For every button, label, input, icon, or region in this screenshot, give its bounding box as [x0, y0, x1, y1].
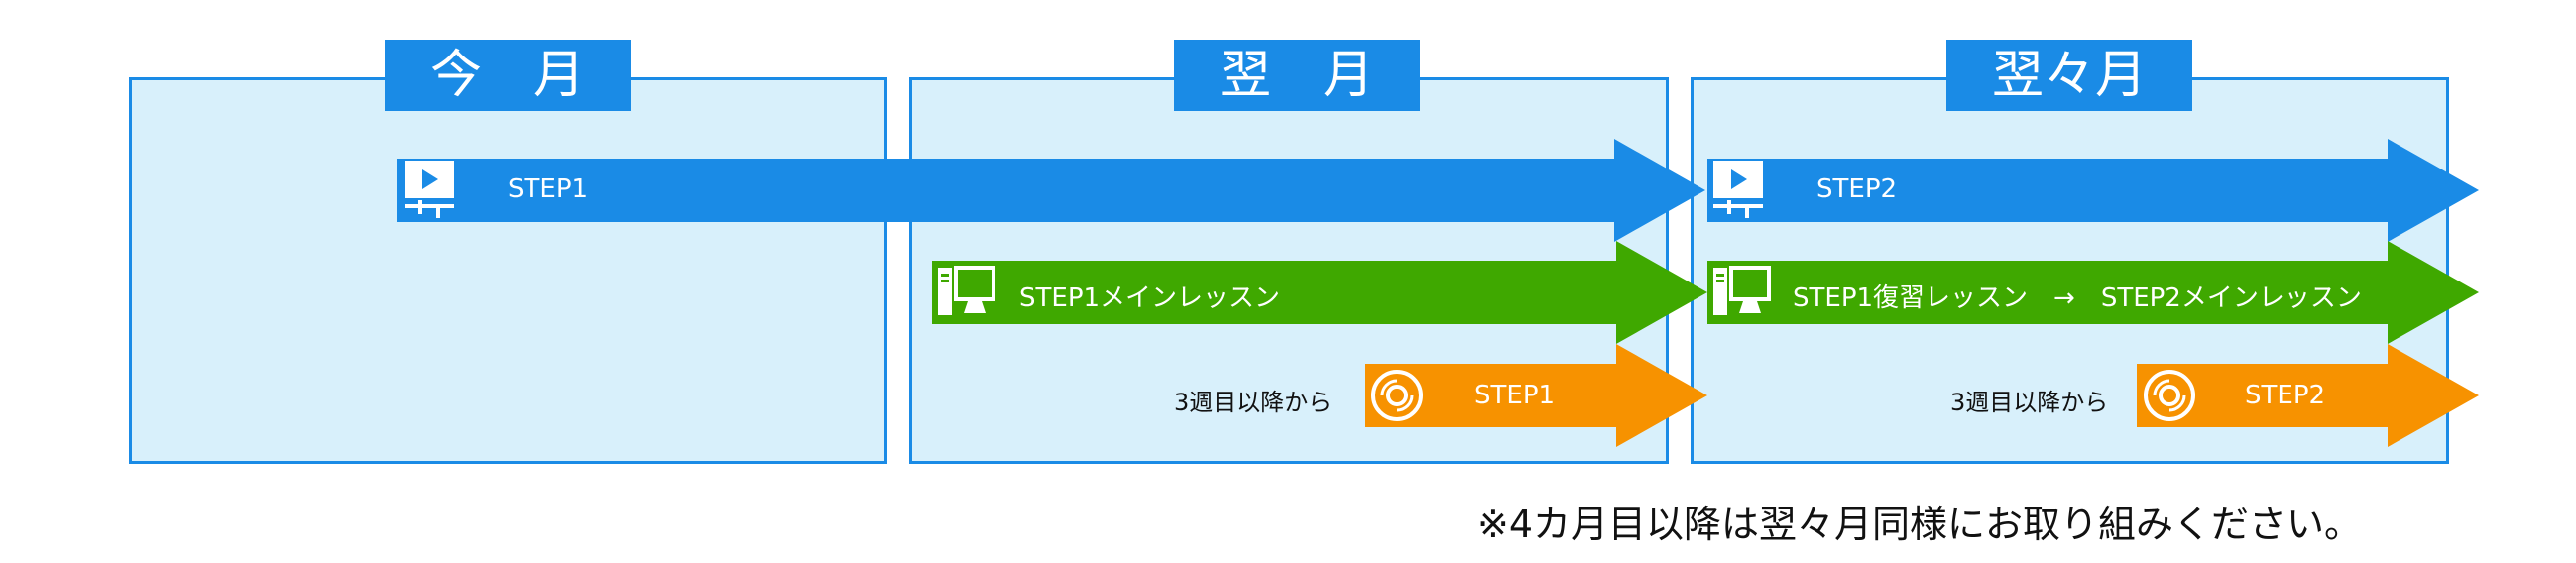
step-label-pc-1: STEP1メインレッスン: [1019, 283, 1281, 313]
step-arrow-video-2: [1707, 139, 2479, 242]
month-panel-current: [129, 77, 887, 464]
step-label-video-1: STEP1: [508, 174, 589, 204]
disc-icon: [2143, 369, 2196, 426]
computer-icon: [938, 266, 995, 323]
step-arrow-pc-1: [932, 241, 1707, 344]
step-label-pc-2: STEP1復習レッスン → STEP2メインレッスン: [1793, 283, 2362, 313]
footer-note: ※4カ月目以降は翌々月同様にお取り組みください。: [1477, 503, 2363, 546]
start-timing-label-1: 3週目以降から: [1174, 389, 1333, 416]
step-arrow-cd-1: [1365, 344, 1707, 447]
disc-icon: [1370, 369, 1424, 426]
month-label-next: 翌 月: [1174, 40, 1420, 111]
step-arrow-video-1: [397, 139, 1705, 242]
step-arrow-cd-2: [2137, 344, 2479, 447]
step-label-video-2: STEP2: [1816, 174, 1898, 204]
video-tutorial-icon: [405, 161, 454, 224]
step-label-cd-1: STEP1: [1474, 381, 1556, 410]
month-label-current: 今 月: [385, 40, 631, 111]
step-label-cd-2: STEP2: [2245, 381, 2326, 410]
computer-icon: [1713, 266, 1771, 323]
month-label-following: 翌々月: [1946, 40, 2192, 111]
start-timing-label-2: 3週目以降から: [1950, 389, 2109, 416]
video-tutorial-icon: [1713, 161, 1763, 224]
step-arrow-pc-2: [1707, 241, 2479, 344]
